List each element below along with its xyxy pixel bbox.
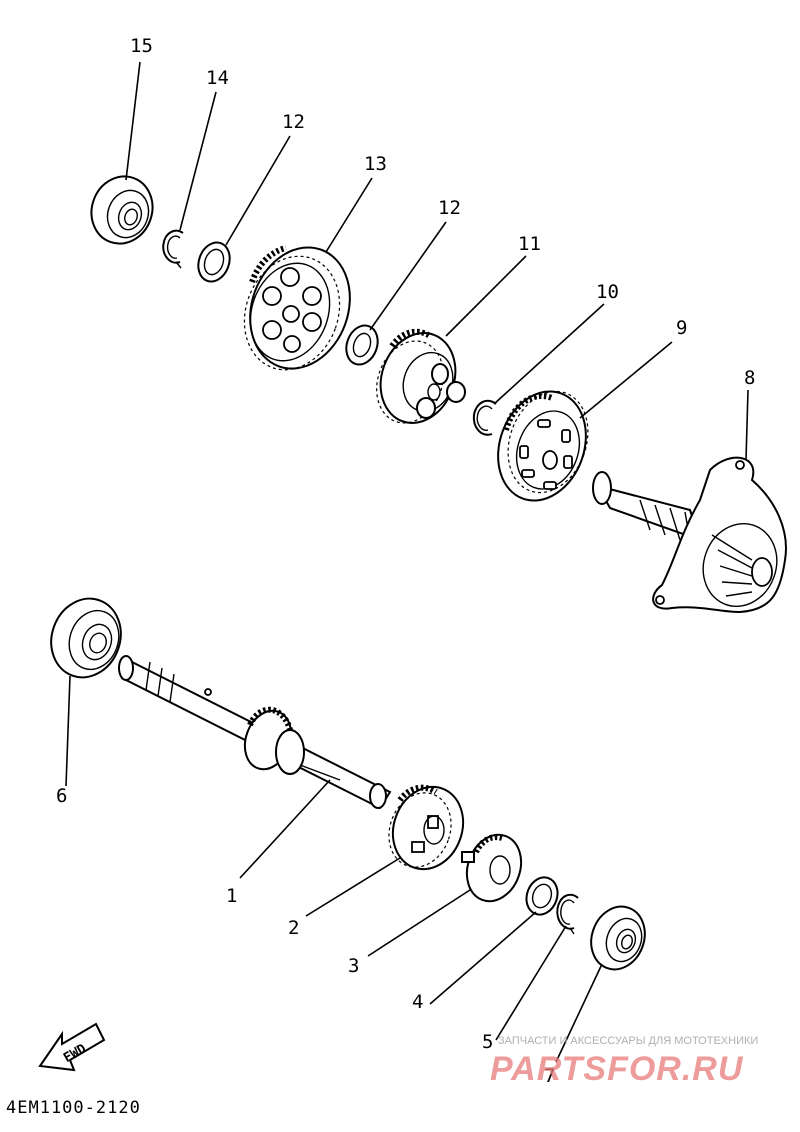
part-number-labels: 15 14 12 13 12 11 10 9 8 6 1 2 3 4 5 7 <box>56 35 755 1087</box>
part-5-circlip <box>556 893 579 935</box>
part-8-output-shaft <box>592 456 787 614</box>
part-7-bearing <box>590 905 646 971</box>
label-3: 3 <box>348 955 359 977</box>
part-2-gear <box>388 784 465 871</box>
part-10-circlip <box>472 399 497 436</box>
watermark-tagline: ЗАПЧАСТИ И АКСЕССУАРЫ ДЛЯ МОТОТЕХНИКИ <box>498 1035 759 1047</box>
part-14-circlip <box>162 229 184 269</box>
watermark-brand: PARTSFOR.RU <box>490 1050 744 1088</box>
label-10: 10 <box>596 281 619 303</box>
label-2: 2 <box>288 917 299 939</box>
label-6: 6 <box>56 785 67 807</box>
leader-lines <box>65 61 749 1063</box>
label-7: 7 <box>544 1065 555 1087</box>
label-1: 1 <box>226 885 237 907</box>
label-12b: 12 <box>438 197 461 219</box>
label-4: 4 <box>412 991 423 1013</box>
part-12b-washer <box>345 324 379 366</box>
part-13-gear <box>243 245 351 371</box>
part-1-main-shaft <box>118 655 392 810</box>
part-11-gear <box>376 328 466 424</box>
label-8: 8 <box>744 367 755 389</box>
part-3-gear <box>461 833 523 903</box>
label-15: 15 <box>130 35 153 57</box>
part-4-washer <box>525 876 559 916</box>
label-14: 14 <box>206 67 229 89</box>
part-6-bearing <box>50 597 122 679</box>
label-5: 5 <box>482 1031 493 1053</box>
label-11: 11 <box>518 233 541 255</box>
part-12a-washer <box>197 241 231 283</box>
diagram-code: 4EM1100-2120 <box>6 1098 141 1118</box>
label-9: 9 <box>676 317 687 339</box>
fwd-arrow-icon: FWD <box>38 1022 106 1072</box>
label-13: 13 <box>364 153 387 175</box>
part-9-gear <box>497 390 589 502</box>
part-15-bearing <box>90 175 154 245</box>
label-12a: 12 <box>282 111 305 133</box>
